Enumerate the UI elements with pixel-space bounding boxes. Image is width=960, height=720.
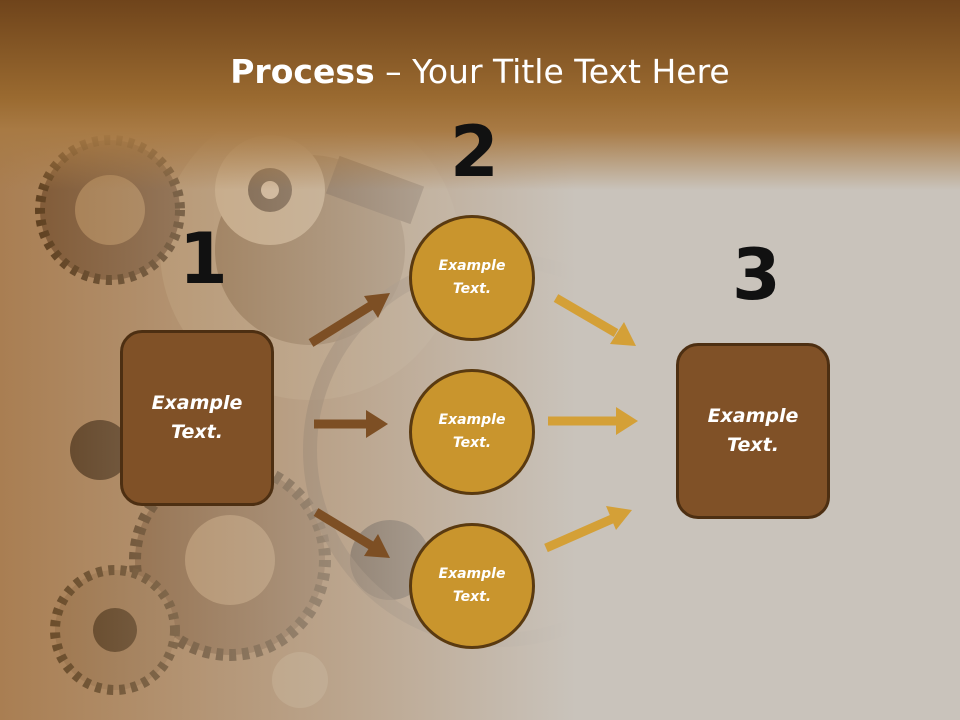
step-3-number: 3 [732,234,781,316]
arrow-down-right-icon [313,508,390,558]
title-bold: Process [230,52,375,91]
arrow-down-right-icon [553,294,636,346]
step-2-circle-bottom: Example Text. [409,523,535,649]
arrow-up-right-icon [544,506,632,553]
arrow-up-right-icon [308,293,390,347]
step-1-box: Example Text. [120,330,274,506]
step-2-circle-middle: Example Text. [409,369,535,495]
arrow-right-icon [548,407,638,435]
step-2-circle-top: Example Text. [409,215,535,341]
step-2-number: 2 [450,111,499,193]
title-rest: – Your Title Text Here [374,52,730,91]
step-1-number: 1 [179,218,228,300]
arrow-right-icon [314,410,388,438]
slide-title: Process – Your Title Text Here [0,52,960,91]
step-3-box: Example Text. [676,343,830,519]
